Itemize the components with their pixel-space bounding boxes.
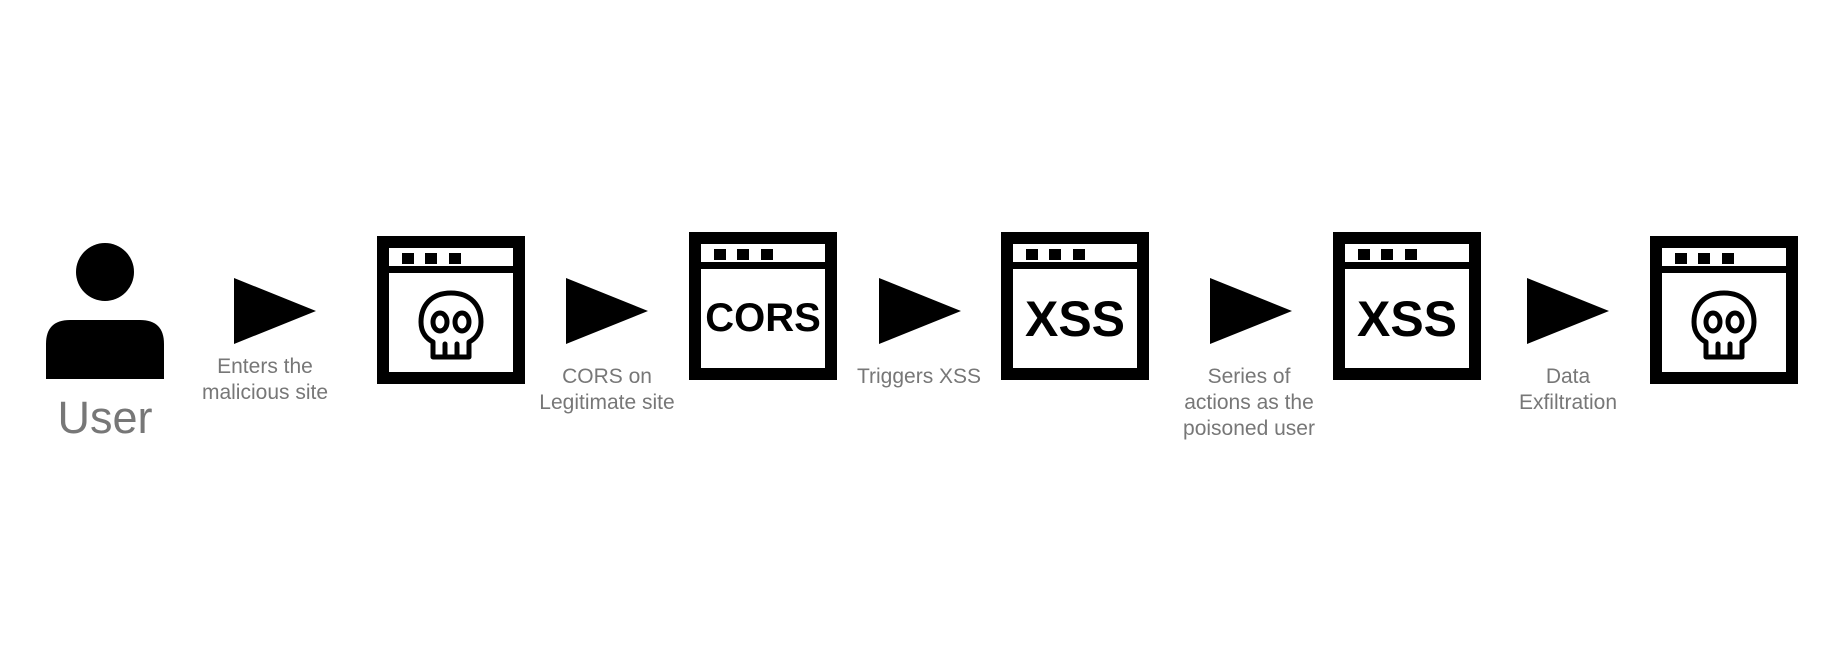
- arrow-right-icon: [234, 278, 316, 344]
- arrow-right-icon: [879, 278, 961, 344]
- browser-window-icon: XSS: [1001, 232, 1149, 380]
- step-label-triggers-xss: Triggers XSS: [856, 365, 982, 388]
- user-icon: [46, 243, 164, 379]
- arrow-right-icon: [1210, 278, 1292, 344]
- arrow-right-icon: [566, 278, 648, 344]
- user-label: User: [57, 392, 153, 443]
- window-text: CORS: [705, 296, 821, 340]
- window-text: XSS: [1357, 291, 1457, 347]
- skull-browser-icon: [1650, 236, 1798, 384]
- browser-window-icon: XSS: [1333, 232, 1481, 380]
- browser-window-icon: CORS: [689, 232, 837, 380]
- step-label-cors-legitimate: CORS on Legitimate site: [539, 365, 675, 414]
- step-label-enters-malicious-site: Enters the malicious site: [201, 355, 329, 404]
- window-text: XSS: [1025, 291, 1125, 347]
- arrow-right-icon: [1527, 278, 1609, 344]
- step-label-data-exfiltration: Data Exfiltration: [1518, 365, 1618, 414]
- step-label-series-of-actions: Series of actions as the poisoned user: [1183, 365, 1315, 440]
- skull-browser-icon: [377, 236, 525, 384]
